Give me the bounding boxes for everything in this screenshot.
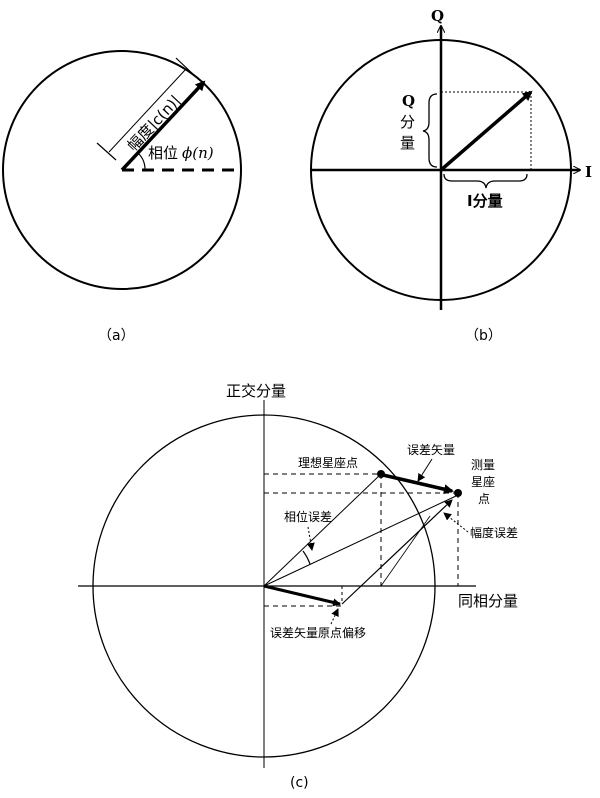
panel-c-phase-error-leader [306,526,315,551]
panel-b: Q I Q 分 量 I分量 （b） [310,7,592,344]
panel-b-i-component-label: I分量 [467,192,503,210]
panel-c-measured-point-label-1: 测量 [471,458,495,472]
panel-b-q-brace [422,93,438,168]
panel-b-q-component-liang: 量 [400,134,415,152]
panel-c-phase-error-arc [302,550,311,565]
panel-c-magnitude-error-leader [443,512,469,533]
panel-c-offset-vector [263,584,341,607]
panel-c-error-vector-leader [417,458,433,482]
panel-b-i-brace [443,173,528,189]
panel-c-origin-offset-label: 误差矢量原点偏移 [270,625,366,640]
panel-a-dimension-tick-start [96,142,117,161]
panel-b-i-axis-label: I [585,163,592,181]
panel-c-ideal-vector [263,473,382,587]
panel-b-q-component-q: Q [402,92,415,110]
panel-a-vector-arrow [120,80,206,172]
panel-a-dimension-tick-end [175,57,196,77]
panel-c-measured-vector [263,495,457,587]
panel-c-origin-offset-leader [330,608,339,625]
panel-c-inphase-axis-label: 同相分量 [458,592,518,610]
panel-c-ideal-point-label: 理想星座点 [298,455,358,470]
panel-c: 正交分量 同相分量 理想星座点 误差矢量 测量 星座 点 相位误差 幅度误差 误… [78,382,518,791]
panel-c-measured-point [454,489,462,497]
panel-b-vector-arrow [439,90,533,172]
panel-a-circle [2,50,242,290]
panel-b-q-axis-label: Q [431,7,444,25]
panel-c-measured-point-label-3: 点 [478,492,490,506]
panel-c-quadrature-axis-label: 正交分量 [226,382,286,400]
panel-c-error-vector-label: 误差矢量 [407,443,455,457]
panel-b-q-component-fen: 分 [400,113,415,131]
panel-c-magnitude-error-label: 幅度误差 [470,525,518,540]
panel-a-amplitude-dimension [108,68,187,153]
panel-a-phase-arc [137,152,146,171]
panel-a-caption: （a） [98,328,135,344]
panel-c-ideal-point [377,470,385,478]
panel-c-parallel-vector [341,499,453,605]
panel-c-error-vector [382,473,454,495]
panel-c-measured-point-label-2: 星座 [471,474,495,489]
panel-c-phase-error-label: 相位误差 [284,509,332,524]
panel-b-caption: （b） [465,328,502,344]
panel-c-auxiliary-line [380,515,431,587]
panel-c-caption: (c) [290,775,309,791]
